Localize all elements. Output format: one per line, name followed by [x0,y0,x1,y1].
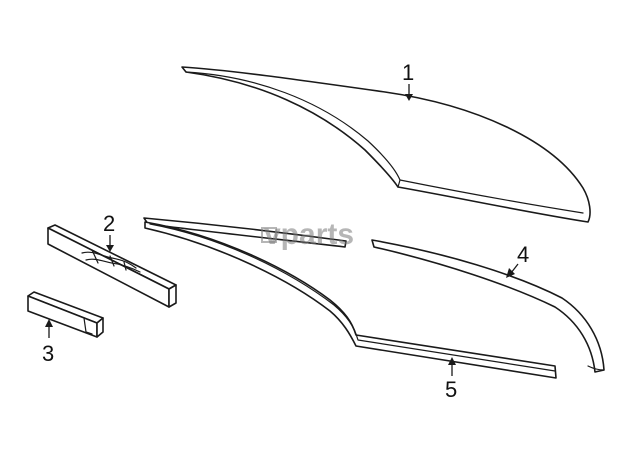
callout-label-2: 2 [103,211,115,236]
lower-weatherstrip-part [144,221,557,379]
callout-3: 3 [42,319,54,366]
back-glass-part [181,66,591,223]
watermark-text: vparts [264,218,354,251]
clip-part [27,291,104,338]
callout-label-5: 5 [445,377,457,402]
upper-weatherstrip-part [143,217,605,373]
callout-5: 5 [445,357,457,402]
watermark-logo-icon [261,227,277,243]
callout-4: 4 [506,242,529,278]
callout-2: 2 [103,211,115,252]
callout-label-3: 3 [42,341,54,366]
emblem-part [47,224,177,308]
callout-1: 1 [402,60,414,101]
callout-label-1: 1 [402,60,414,85]
watermark: vparts [261,218,354,251]
callout-label-4: 4 [517,242,529,267]
